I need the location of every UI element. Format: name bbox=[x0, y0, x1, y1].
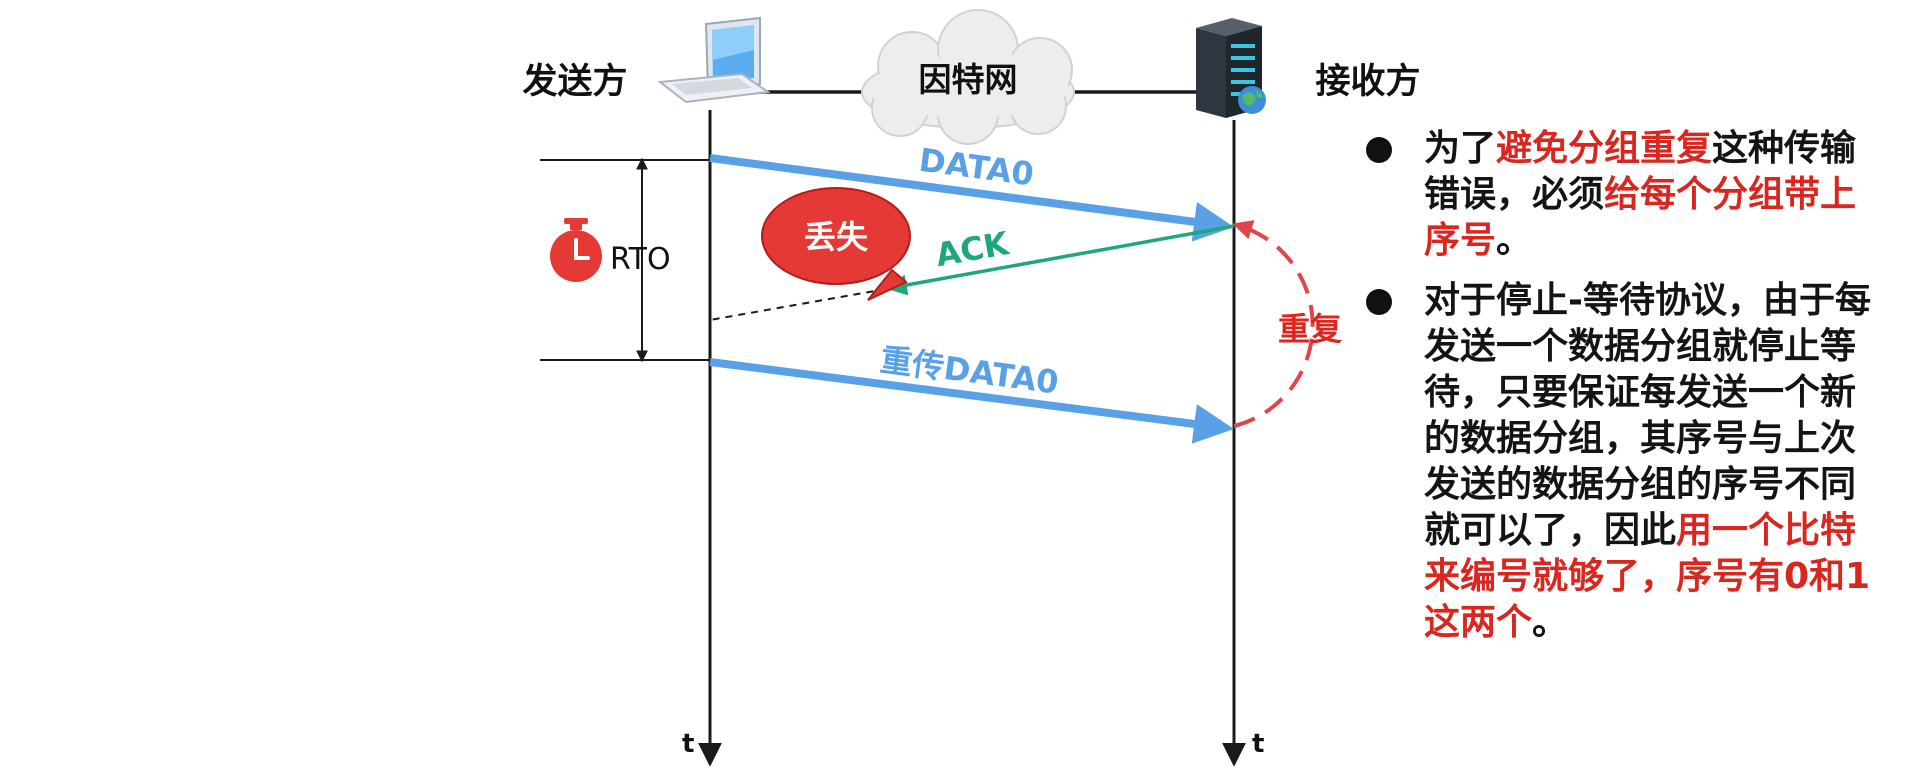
note-text: 为了避免分组重复这种传输错误，必须给每个分组带上序号。 bbox=[1424, 126, 1886, 264]
network-label: 因特网 bbox=[919, 60, 1018, 99]
ack-lost-path bbox=[709, 288, 887, 321]
note-item: 为了避免分组重复这种传输错误，必须给每个分组带上序号。 bbox=[1366, 126, 1886, 264]
note-highlight: 用一个比特来编号就够了，序号有0和1这两个 bbox=[1424, 510, 1871, 643]
server-icon bbox=[1196, 18, 1266, 118]
retransmit-arrow bbox=[709, 358, 1234, 444]
bullet-icon bbox=[1366, 289, 1392, 315]
receiver-label: 接收方 bbox=[1315, 62, 1420, 102]
lost-label: 丢失 bbox=[804, 218, 869, 256]
stopwatch-icon bbox=[550, 218, 602, 282]
note-text: 对于停止-等待协议，由于每发送一个数据分组就停止等待，只要保证每发送一个新的数据… bbox=[1424, 278, 1886, 646]
sender-label: 发送方 bbox=[522, 62, 627, 102]
note-segment: 。 bbox=[1532, 602, 1569, 643]
receiver-time-axis-label: t bbox=[1252, 729, 1264, 759]
note-segment: 为了 bbox=[1424, 128, 1497, 169]
note-item: 对于停止-等待协议，由于每发送一个数据分组就停止等待，只要保证每发送一个新的数据… bbox=[1366, 278, 1886, 646]
duplicate-label: 重复 bbox=[1278, 310, 1342, 348]
data0-arrow bbox=[709, 154, 1234, 242]
lost-bubble bbox=[761, 187, 911, 301]
laptop-icon bbox=[657, 16, 771, 104]
ack-arrow bbox=[885, 224, 1235, 296]
note-highlight: 避免分组重复 bbox=[1496, 128, 1713, 169]
note-segment: 对于停止-等待协议，由于每发送一个数据分组就停止等待，只要保证每发送一个新的数据… bbox=[1424, 280, 1871, 551]
cloud-icon bbox=[861, 9, 1075, 145]
notes-panel: 为了避免分组重复这种传输错误，必须给每个分组带上序号。对于停止-等待协议，由于每… bbox=[1366, 126, 1886, 660]
note-segment: 这种传输错误，必须 bbox=[1424, 128, 1857, 215]
note-segment: 。 bbox=[1496, 220, 1533, 261]
rto-label: RTO bbox=[610, 242, 671, 277]
sender-time-axis-label: t bbox=[682, 729, 694, 759]
bullet-icon bbox=[1366, 137, 1392, 163]
note-highlight: 给每个分组带上序号 bbox=[1424, 174, 1857, 261]
duplicate-arc bbox=[1232, 220, 1315, 428]
